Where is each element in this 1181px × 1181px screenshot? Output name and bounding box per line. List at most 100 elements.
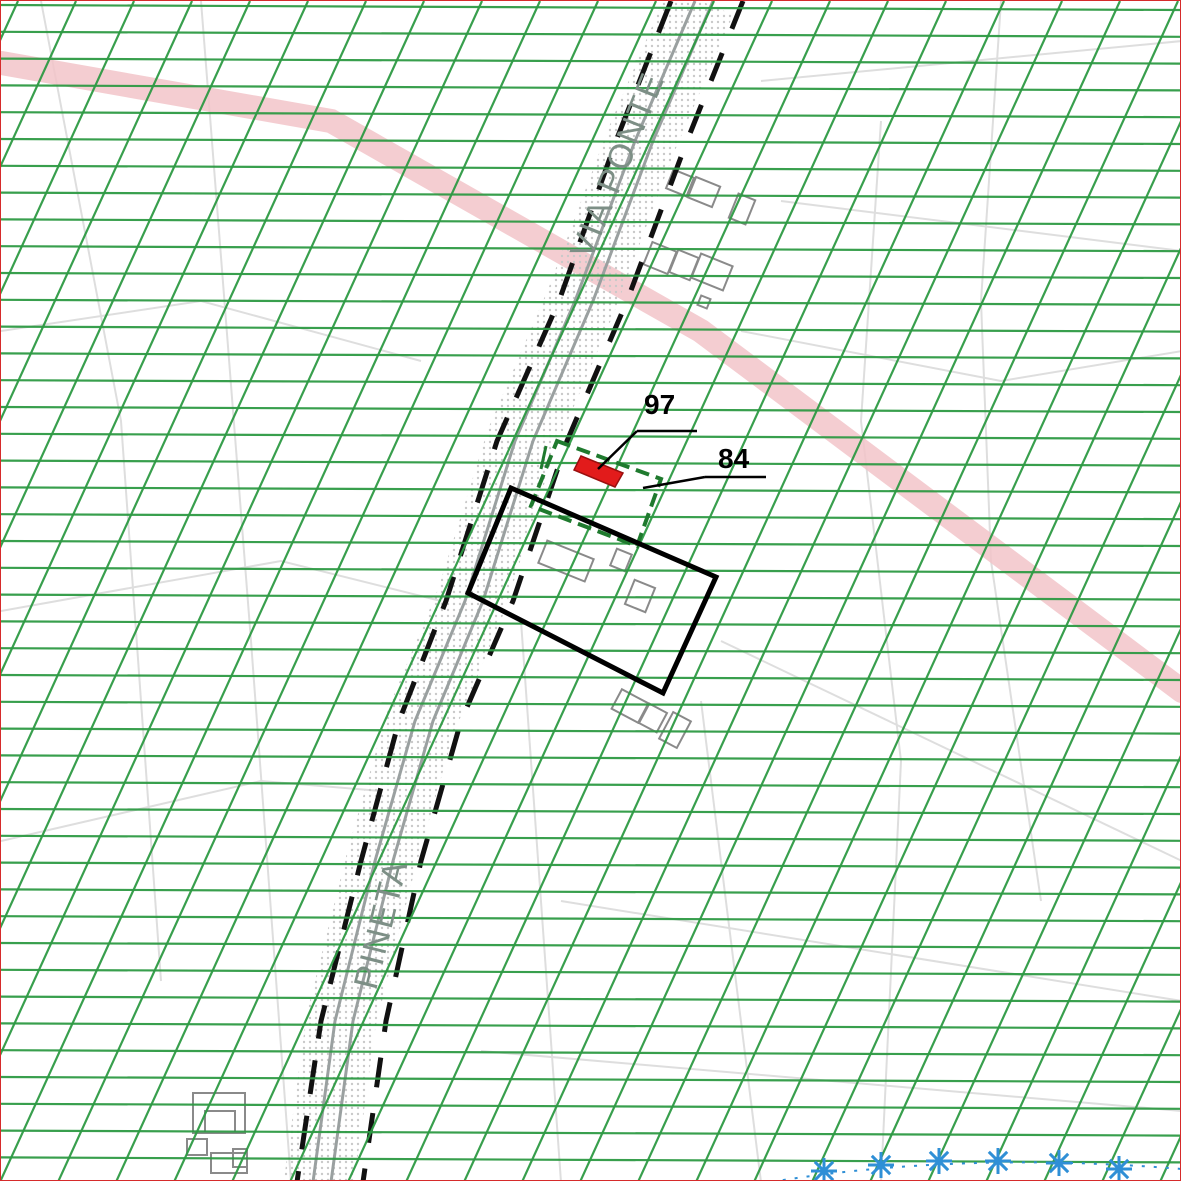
hatch-line-diagonal xyxy=(985,755,1180,1180)
hatch-line-diagonal xyxy=(1,1,310,676)
hatch-line-diagonal xyxy=(811,374,1180,1180)
hatch-line-horizontal xyxy=(1,861,1180,869)
hatch-line-diagonal xyxy=(869,501,1180,1180)
building-footprint xyxy=(637,702,669,734)
hatch-line-diagonal xyxy=(753,247,1180,1180)
building-footprint xyxy=(727,192,757,226)
hatch-line-horizontal xyxy=(1,84,1180,92)
power-pylon-icon xyxy=(1046,1150,1072,1176)
parcel-line xyxy=(40,1,162,982)
hatch-line-horizontal xyxy=(1,888,1180,896)
building-footprint xyxy=(686,175,722,209)
hatch-line-horizontal xyxy=(1,191,1180,199)
hatch-line-horizontal xyxy=(1,486,1180,494)
lot-boundary-84[interactable] xyxy=(528,438,664,549)
hatch-line-diagonal xyxy=(1,1,368,802)
hatch-line-diagonal xyxy=(1,1,426,929)
hatch-line-horizontal xyxy=(1,754,1180,762)
hatch-line-horizontal xyxy=(1,620,1180,628)
hatch-line-diagonal xyxy=(579,1,1122,1180)
hatch-line-diagonal xyxy=(521,1,1064,1180)
lot-boundary-tick xyxy=(539,445,548,470)
hatch-line-diagonal xyxy=(463,1,1006,1180)
hatch-line-diagonal xyxy=(115,1,658,1180)
plot-outline[interactable] xyxy=(464,484,720,697)
building-footprint xyxy=(186,1138,208,1156)
hatch-line-horizontal xyxy=(1,539,1180,548)
hatch-line-horizontal xyxy=(1,1075,1180,1084)
hatch-line-horizontal xyxy=(1,915,1180,923)
hatch-line-horizontal xyxy=(1,245,1180,253)
power-pylon-icon xyxy=(868,1152,894,1178)
hatch-line-horizontal xyxy=(1,593,1180,601)
building-footprint xyxy=(204,1110,236,1134)
hatch-line-diagonal xyxy=(1,1,252,549)
hatch-line-diagonal xyxy=(927,628,1180,1180)
hatch-line-diagonal xyxy=(405,1,948,1180)
hatch-line-horizontal xyxy=(1,379,1180,387)
hatch-line-horizontal xyxy=(1,807,1180,816)
building-footprint xyxy=(192,1092,246,1134)
hatch-line-horizontal xyxy=(1,1102,1180,1110)
road-dotted-band xyxy=(284,1,734,1180)
hatch-line-horizontal xyxy=(1,995,1180,1003)
hatch-line-horizontal xyxy=(1,727,1180,735)
hatch-line-horizontal xyxy=(1,298,1180,306)
parcel-line xyxy=(700,700,762,1180)
road-dash-line-west xyxy=(294,1,674,1180)
hatch-line-horizontal xyxy=(1,325,1180,333)
power-pylon-icon xyxy=(1106,1156,1132,1180)
callout-97-label: 97 xyxy=(644,389,675,420)
hatch-line-diagonal xyxy=(347,1,890,1180)
building-footprint xyxy=(537,539,595,583)
building-footprint xyxy=(664,168,696,198)
callout-84-leader xyxy=(642,475,706,490)
building-footprint xyxy=(608,547,634,573)
hatch-line-horizontal xyxy=(1,566,1180,574)
building-footprint xyxy=(623,578,657,614)
parcel-line xyxy=(760,40,1180,82)
hatch-line-horizontal xyxy=(1,781,1180,789)
building-marker-97[interactable] xyxy=(572,455,625,488)
callout-97[interactable]: 97 xyxy=(597,389,697,470)
hatch-line-horizontal xyxy=(1,405,1180,414)
hatch-line-diagonal xyxy=(695,120,1180,1180)
power-pylon-icon xyxy=(985,1148,1011,1174)
hatch-line-diagonal xyxy=(1,1,484,1056)
hatch-line-horizontal xyxy=(1,111,1180,119)
hatch-line-horizontal xyxy=(1,164,1180,172)
hatch-line-diagonal xyxy=(1043,881,1180,1180)
parcel-line xyxy=(560,900,1180,1002)
hatch-line-horizontal xyxy=(1,3,1180,12)
parcel-line xyxy=(200,1,292,1180)
hatch-line-horizontal xyxy=(1,673,1180,682)
hatch-line-horizontal xyxy=(1,1049,1180,1057)
parcel-line xyxy=(1,299,422,362)
hatch-line-horizontal xyxy=(1,1022,1180,1030)
parcel-line xyxy=(979,1,1042,902)
power-line xyxy=(777,1148,1180,1180)
building-footprint xyxy=(690,252,734,292)
hatch-line-horizontal xyxy=(1,271,1180,280)
hatch-line-diagonal xyxy=(1,1,194,422)
building-footprints xyxy=(186,168,757,1174)
hatch-line-diagonal xyxy=(637,1,1180,1180)
hatch-line-horizontal xyxy=(1,941,1180,950)
hatch-line-horizontal xyxy=(1,968,1180,976)
hatch-line-diagonal xyxy=(231,1,774,1180)
hatch-line-horizontal xyxy=(1,513,1180,521)
hatch-line-horizontal xyxy=(1,352,1180,360)
parcel-line xyxy=(860,120,882,422)
callout-84-label: 84 xyxy=(718,443,750,474)
parcel-line xyxy=(520,620,562,1180)
callout-84[interactable]: 84 xyxy=(642,443,766,490)
hatch-line-diagonal xyxy=(1101,1008,1180,1180)
hatch-line-horizontal xyxy=(1,700,1180,708)
hatch-line-horizontal xyxy=(1,432,1180,440)
hatch-line-horizontal xyxy=(1,1129,1180,1137)
hatch-line-diagonal xyxy=(57,1,600,1180)
hatch-line-diagonal xyxy=(1,1,542,1180)
